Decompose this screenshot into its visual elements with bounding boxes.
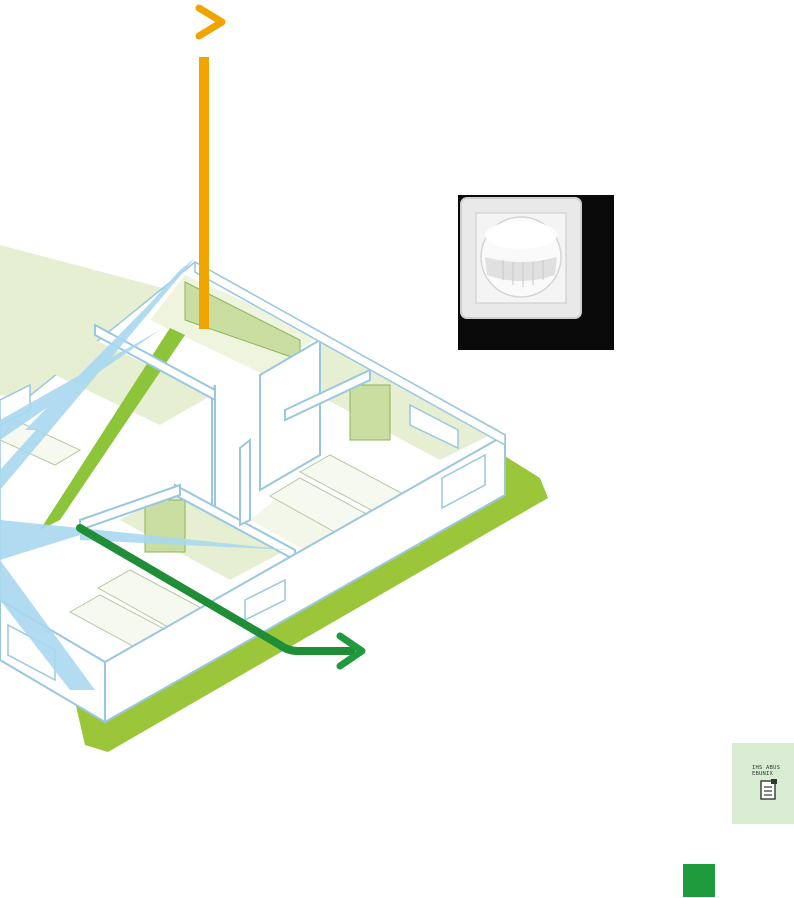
corridor-stripe [40,328,185,530]
orange-arrow-shaft [199,57,209,329]
page-marker [683,864,715,897]
document-icon [759,779,779,805]
windows [0,383,486,682]
green-arrow-path [77,524,355,655]
green-chevron-icon [336,632,366,670]
orange-chevron-icon [195,4,226,40]
cabinet [349,384,391,441]
room-floor [45,340,212,425]
outer-wall [194,260,506,447]
detection-beams [0,258,290,690]
motion-sensor-photo [458,195,614,350]
light-cone-area [0,245,170,400]
sensor-point [76,524,84,532]
tab-label: IHS ABUS EBUNIX [752,765,781,777]
